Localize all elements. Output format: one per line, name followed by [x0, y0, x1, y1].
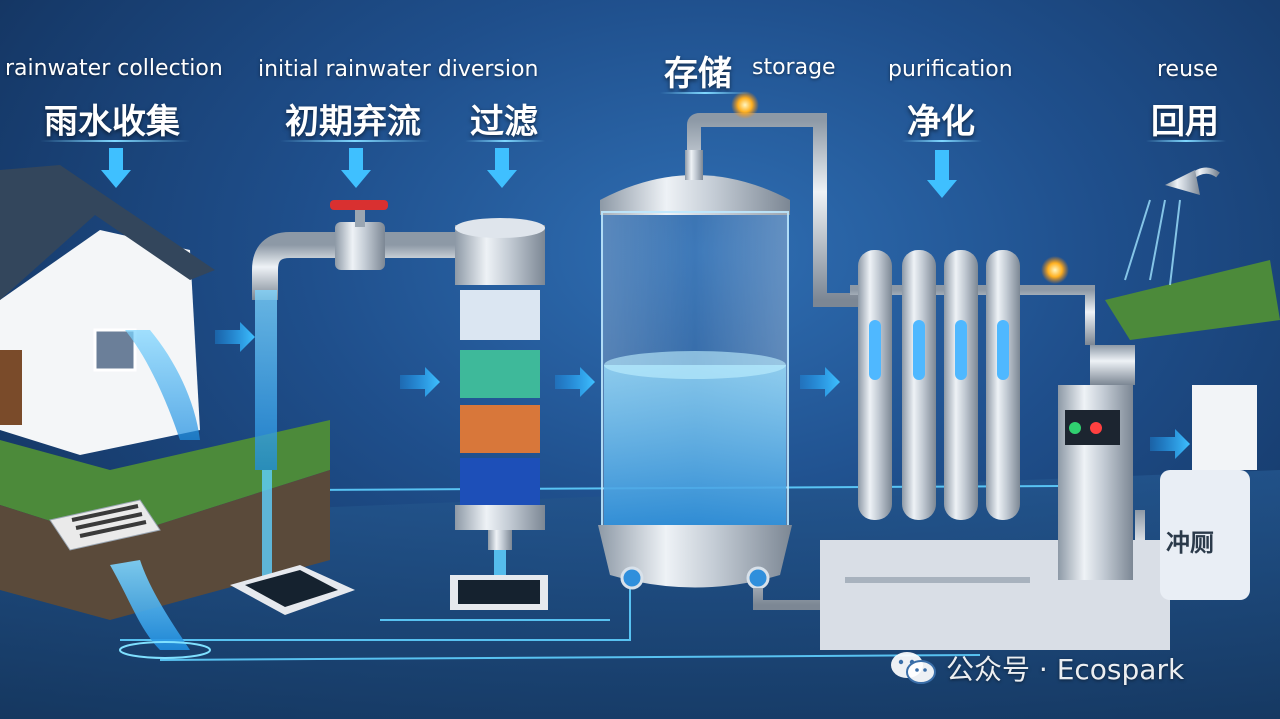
toilet-tank-label: 冲厕 [1166, 529, 1214, 557]
filter-column [450, 218, 548, 610]
stage-5-en-label: purification [888, 57, 1013, 82]
stage-3-underline [465, 140, 545, 142]
stage-1-zh-label: 雨水收集 [44, 102, 180, 142]
wechat-icon [891, 652, 936, 684]
stage-1-underline [40, 140, 190, 142]
garden-shower [1105, 167, 1280, 340]
stage-5-underline [902, 140, 982, 142]
control-cabinet [1058, 345, 1135, 580]
diversion-pipe [230, 200, 460, 615]
stage-2-zh-label: 初期弃流 [285, 102, 421, 142]
stage-4-en-label: storage [752, 55, 836, 80]
stage-6-underline [1146, 140, 1226, 142]
stage-1-en-label: rainwater collection [5, 56, 223, 81]
stage-4-underline [660, 92, 750, 94]
storm-drain [49, 499, 211, 659]
stage-6-en-label: reuse [1157, 57, 1219, 82]
stage-2-underline [280, 140, 430, 142]
watermark: 公众号 · Ecospark [890, 648, 1184, 688]
toilet-tank [1160, 385, 1257, 600]
stage-6-zh-label: 回用 [1151, 102, 1219, 142]
stage-5-zh-label: 净化 [907, 102, 975, 142]
watermark-text: 公众号 · Ecospark [946, 653, 1185, 686]
stage-3-zh-label: 过滤 [470, 102, 538, 142]
stage-2-en-label: initial rainwater diversion [258, 57, 539, 82]
stage-4-zh-label: 存储 [664, 54, 732, 94]
